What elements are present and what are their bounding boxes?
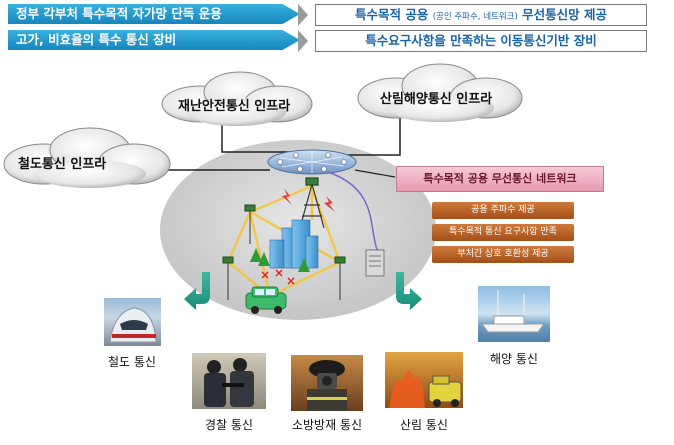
link-line xyxy=(354,169,396,178)
cloud-railway-icon xyxy=(3,127,171,188)
police-photo-graphic xyxy=(204,358,254,407)
caption-police: 경찰 통신 xyxy=(205,418,253,432)
relay-tower-icon xyxy=(222,256,234,300)
city-buildings-icon xyxy=(269,219,319,269)
train-photo xyxy=(104,298,161,346)
arrow-chevron-icon xyxy=(298,30,308,52)
network-title: 특수목적 공용 무선통신 네트워크 xyxy=(396,166,604,192)
caption-railway: 철도 통신 xyxy=(108,355,156,369)
police-photo xyxy=(192,353,266,409)
ship-photo xyxy=(478,286,550,342)
firefighter-photo xyxy=(291,355,363,411)
caption-marine: 해양 통신 xyxy=(490,352,538,366)
firefighter-photo-graphic xyxy=(307,360,347,411)
forest-fire-photo xyxy=(385,352,463,408)
feature-item: 부처간 상호 호환성 제공 xyxy=(432,246,574,263)
banner-target-2: 특수요구사항을 만족하는 이동통신기반 장비 xyxy=(315,30,647,52)
arrow-left-icon xyxy=(184,272,210,310)
arrow-chevron-icon xyxy=(298,4,308,26)
caption-firefighting: 소방방재 통신 xyxy=(291,418,363,432)
banner-current-2: 고가, 비효율의 특수 통신 장비 xyxy=(8,30,300,50)
ship-photo-graphic xyxy=(481,290,545,333)
forest-fire-photo-graphic xyxy=(389,370,462,408)
cloud-forest-marine-icon xyxy=(357,63,523,122)
cloud-label-disaster: 재난안전통신 인프라 xyxy=(178,99,291,114)
feature-item: 공용 주파수 제공 xyxy=(432,202,574,219)
banner-target-1-text-a: 특수목적 공용 xyxy=(354,7,433,22)
vehicle-icon xyxy=(245,286,287,314)
train-photo-graphic xyxy=(109,307,157,343)
relay-tower-icon xyxy=(334,256,346,300)
cloud-label-forest-marine: 산림해양통신 인프라 xyxy=(380,92,493,107)
banner-current-1: 정부 각부처 특수목적 자가망 단독 운용 xyxy=(8,4,300,24)
network-hub-icon xyxy=(267,149,357,175)
tree-icon xyxy=(250,248,310,272)
relay-tower-icon xyxy=(244,204,256,244)
cloud-disaster-icon xyxy=(161,71,313,126)
link-line xyxy=(345,112,401,156)
feature-item: 특수목적 통신 요구사항 만족 xyxy=(432,224,574,241)
banner-target-1-note: (공인 주파수, 네트워크) xyxy=(432,12,518,22)
banner-target-1-text-b: 무선통신망 제공 xyxy=(517,7,608,22)
banner-target-2-text: 특수요구사항을 만족하는 이동통신기반 장비 xyxy=(365,33,597,48)
cloud-label-railway: 철도통신 인프라 xyxy=(18,157,107,172)
banner-target-1: 특수목적 공용 (공인 주파수, 네트워크) 무선통신망 제공 xyxy=(315,4,647,26)
server-icon xyxy=(365,249,385,277)
arrow-right-icon xyxy=(396,272,422,310)
cable-line xyxy=(327,171,379,253)
caption-forest: 산림 통신 xyxy=(400,418,448,432)
